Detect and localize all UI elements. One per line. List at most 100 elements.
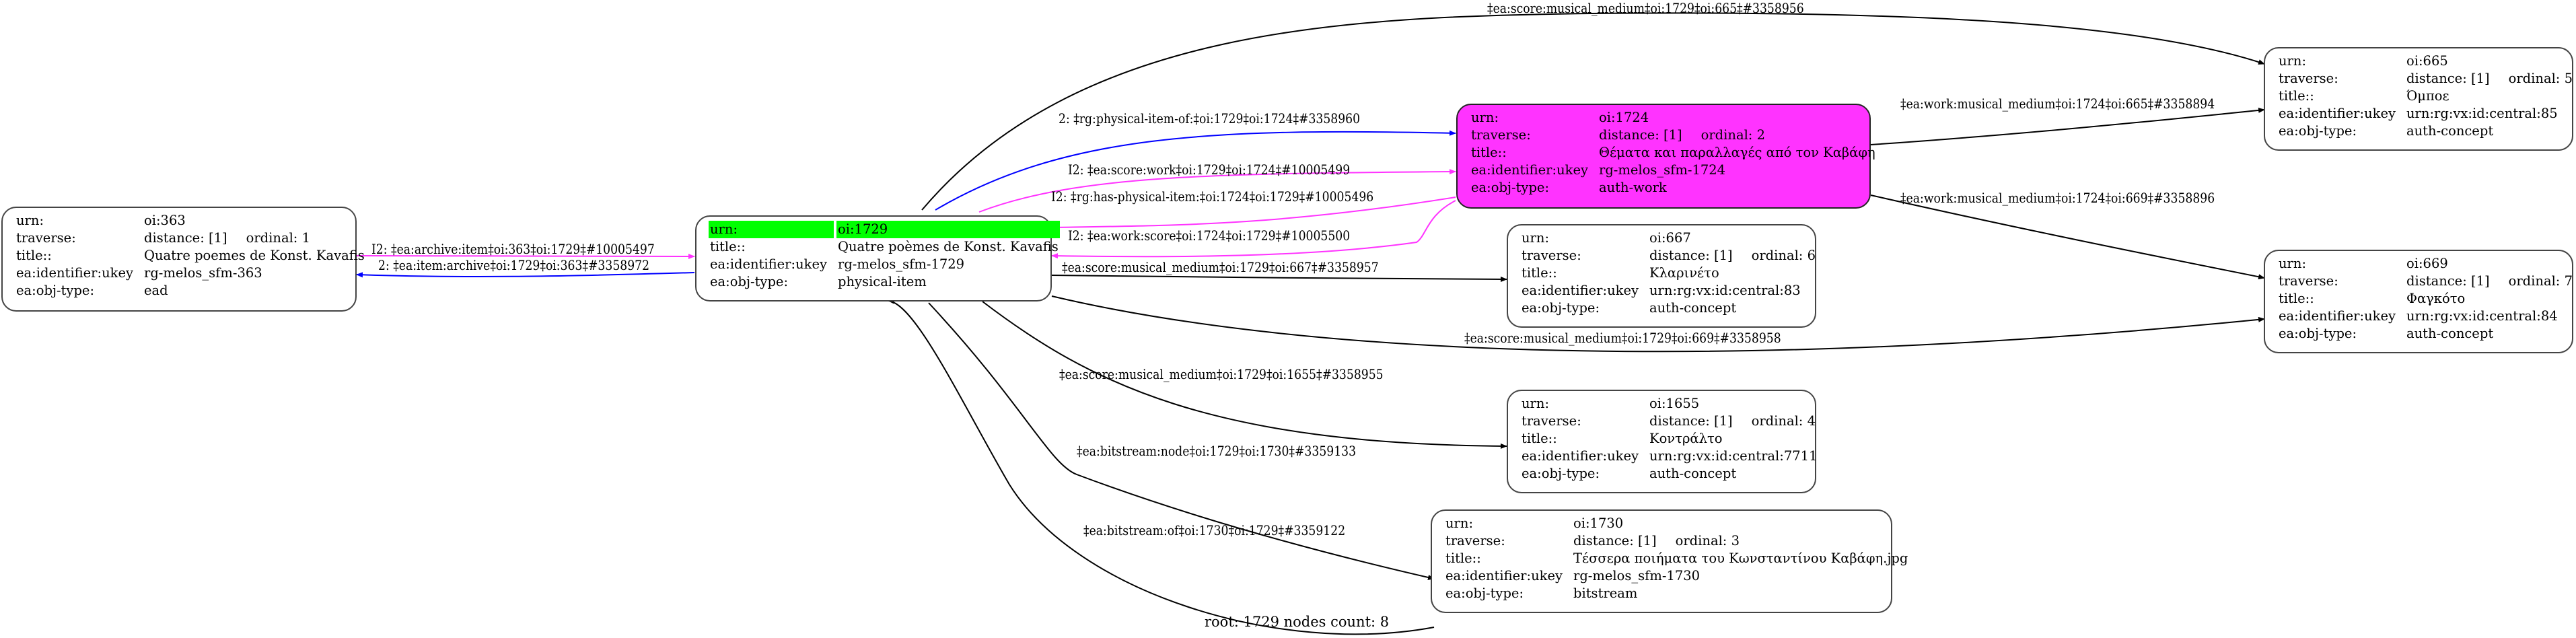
- node-oi-1730[interactable]: urn:oi:1730 traverse:distance: [1]ordina…: [1431, 509, 1908, 613]
- label: urn:: [1522, 396, 1550, 411]
- edge-3[interactable]: [978, 169, 1456, 213]
- node-table: urn:oi:669 traverse:distance: [1]ordinal…: [2275, 255, 2576, 343]
- node-oi-665[interactable]: urn:oi:665 traverse:distance: [1]ordinal…: [2264, 47, 2573, 151]
- edge-12[interactable]: [1870, 107, 2265, 145]
- node-table: urn:oi:667 traverse:distance: [1]ordinal…: [1517, 229, 1820, 317]
- value: Τέσσερα ποιήματα του Κωνσταντίνου Καβάφη…: [1573, 551, 1908, 566]
- label: ea:identifier:ukey: [1522, 283, 1639, 298]
- row-urn: urn: oi:363: [15, 212, 366, 229]
- value: Quatre poèmes de Konst. Kavafis: [838, 239, 1059, 254]
- edge-4[interactable]: [1051, 197, 1456, 230]
- row-title: title::Quatre poèmes de Konst. Kavafis: [709, 238, 1060, 256]
- label: ea:obj-type:: [2279, 326, 2357, 341]
- distance: distance: [1]: [1573, 533, 1657, 548]
- node-oi-363[interactable]: urn:oi:363 traverse:distance: [1]ordinal…: [1, 207, 365, 312]
- label: ea:identifier:ukey: [2279, 308, 2396, 324]
- row-traverse: traverse:distance: [1]ordinal: 2: [1470, 127, 1877, 144]
- edge-label: ‡ea:work:musical_medium‡oi:1724‡oi:665‡#…: [1900, 96, 2215, 112]
- node-table: urn:oi:1724 traverse:distance: [1]ordina…: [1467, 109, 1880, 197]
- row-traverse: traverse:distance: [1]ordinal: 3: [1444, 532, 1909, 550]
- row-urn: urn:oi:665: [2277, 52, 2574, 70]
- label: title::: [2279, 88, 2314, 104]
- label: ea:identifier:ukey: [710, 256, 827, 272]
- row-urn: urn:oi:1655: [1520, 395, 1819, 413]
- edge-13[interactable]: [1870, 194, 2265, 280]
- label: urn:: [1471, 110, 1499, 125]
- value: bitstream: [1573, 586, 1638, 601]
- edge-6[interactable]: [921, 12, 2265, 211]
- value: rg-melos_sfm-363: [144, 265, 262, 281]
- label: urn:: [1522, 230, 1550, 246]
- node-table: urn:oi:665 traverse:distance: [1]ordinal…: [2275, 52, 2576, 140]
- row-urn: urn:oi:1729: [709, 221, 1060, 238]
- value: rg-melos_sfm-1729: [838, 256, 965, 272]
- distance: distance: [1]: [1599, 127, 1682, 143]
- row-traverse: traverse:distance: [1]ordinal: 6: [1520, 247, 1817, 264]
- row-objtype: ea:obj-type: bitstream: [1444, 585, 1909, 602]
- row-ukey: ea:identifier:ukey urn:rg:vx:id:central:8…: [2277, 308, 2574, 325]
- row-objtype: ea:obj-type:auth-work: [1470, 179, 1877, 197]
- value: Quatre poemes de Konst. Kavafis: [144, 248, 365, 263]
- ordinal: ordinal: 7: [2508, 273, 2573, 289]
- value: urn:rg:vx:id:central:84: [2406, 308, 2558, 324]
- edge-1[interactable]: [356, 272, 695, 278]
- edge-label: ‡ea:score:musical_medium‡oi:1729‡oi:1655…: [1059, 366, 1384, 382]
- edge-label: 2: ‡ea:item:archive‡oi:1729‡oi:363‡#3358…: [378, 257, 650, 273]
- row-title: title::Quatre poemes de Konst. Kavafis: [15, 247, 366, 264]
- value: oi:665: [2406, 53, 2448, 69]
- node-oi-1729-root[interactable]: urn:oi:1729 title::Quatre poèmes de Kons…: [695, 215, 1060, 302]
- row-ukey: ea:identifier:ukey rg-melos_sfm-363: [15, 264, 366, 282]
- node-oi-667[interactable]: urn:oi:667 traverse:distance: [1]ordinal…: [1507, 224, 1816, 328]
- row-title: title::Κοντράλτο: [1520, 430, 1819, 448]
- ordinal: ordinal: 6: [1751, 248, 1816, 263]
- label: traverse:: [2279, 71, 2338, 86]
- label: ea:identifier:ukey: [1445, 568, 1563, 583]
- row-urn: urn:oi:1724: [1470, 109, 1877, 127]
- edge-7[interactable]: [1051, 275, 1507, 282]
- row-objtype: ea:obj-type:ead: [15, 282, 366, 299]
- distance: distance: [1]: [144, 230, 227, 246]
- node-oi-1724[interactable]: urn:oi:1724 traverse:distance: [1]ordina…: [1456, 104, 1875, 209]
- row-objtype: ea:obj-type: auth-concept: [1520, 299, 1817, 317]
- row-traverse: traverse:distance: [1]ordinal: 5: [2277, 70, 2574, 87]
- edge-8[interactable]: [1051, 295, 2265, 353]
- label: ea:identifier:ukey: [16, 265, 133, 281]
- edge-11[interactable]: [888, 298, 1435, 635]
- edge-9[interactable]: [982, 301, 1507, 449]
- label: traverse:: [1522, 413, 1581, 429]
- label: ea:identifier:ukey: [1471, 162, 1588, 178]
- label: ea:obj-type:: [1522, 466, 1600, 481]
- edge-label: ‡ea:score:musical_medium‡oi:1729‡oi:665‡…: [1487, 0, 1804, 16]
- row-title: title::Όμποε: [2277, 87, 2574, 105]
- ordinal: ordinal: 2: [1701, 127, 1765, 143]
- edge-label: ‡ea:bitstream:of‡oi:1730‡oi:1729‡#335912…: [1083, 522, 1346, 538]
- ordinal: ordinal: 3: [1675, 533, 1740, 548]
- label: ea:obj-type:: [1522, 300, 1600, 316]
- row-ukey: ea:identifier:ukey rg-melos_sfm-1729: [709, 256, 1060, 273]
- node-oi-669[interactable]: urn:oi:669 traverse:distance: [1]ordinal…: [2264, 250, 2573, 353]
- value: oi:669: [2406, 256, 2448, 271]
- edge-label: I2: ‡ea:score:work‡oi:1729‡oi:1724‡#1000…: [1068, 162, 1351, 178]
- value: auth-concept: [1649, 466, 1737, 481]
- label: urn:: [16, 213, 44, 228]
- row-title: title::Θέματα και παραλλαγές από τον Καβ…: [1470, 144, 1877, 162]
- value: Φαγκότο: [2406, 291, 2466, 306]
- label: title::: [16, 248, 52, 263]
- edge-label: I2: ‡rg:has-physical-item:‡oi:1724‡oi:17…: [1051, 188, 1374, 205]
- label: title::: [1522, 431, 1557, 446]
- label: title::: [1445, 551, 1481, 566]
- label: ea:obj-type:: [1445, 586, 1524, 601]
- row-objtype: ea:obj-type:auth-concept: [2277, 122, 2574, 140]
- value: oi:363: [144, 213, 186, 228]
- row-traverse: traverse:distance: [1]ordinal: 7: [2277, 273, 2574, 290]
- label: title::: [710, 239, 746, 254]
- value: auth-concept: [1649, 300, 1737, 316]
- row-urn: urn:oi:1730: [1444, 515, 1909, 532]
- edge-5[interactable]: [1051, 200, 1456, 259]
- row-objtype: ea:obj-type: auth-concept: [1520, 465, 1819, 483]
- edge-10[interactable]: [928, 302, 1435, 580]
- node-oi-1655[interactable]: urn:oi:1655 traverse:distance: [1]ordina…: [1507, 390, 1819, 493]
- row-traverse: traverse:distance: [1]ordinal: 4: [1520, 413, 1819, 430]
- edge-2[interactable]: [935, 130, 1456, 211]
